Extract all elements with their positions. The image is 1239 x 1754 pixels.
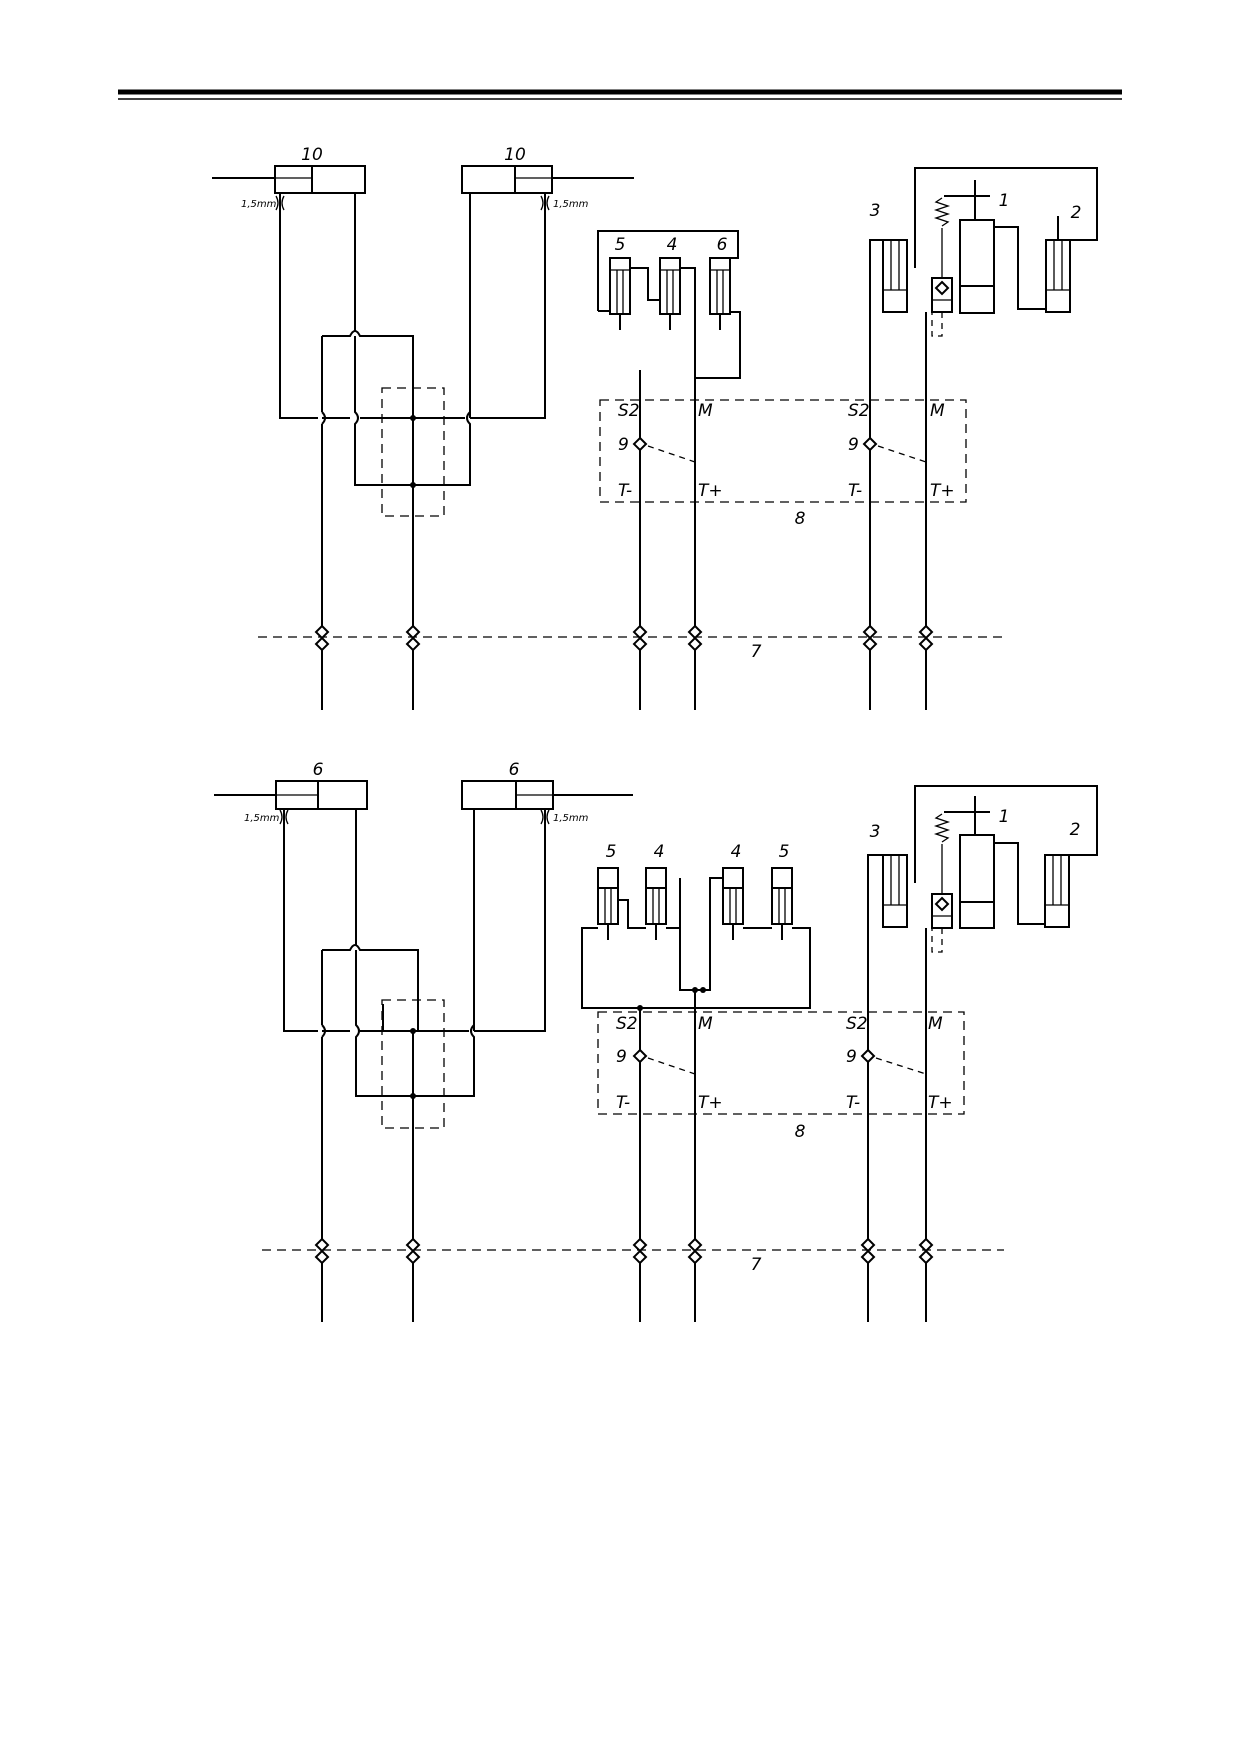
- right-label-3: 3: [870, 201, 881, 221]
- right-pump-group: [869, 167, 1098, 710]
- right-label-2-1: 1: [999, 807, 1010, 827]
- header-rule: [118, 89, 1122, 100]
- panel-label-8-2: 8: [795, 1122, 806, 1142]
- pin-m-right: M: [930, 401, 945, 421]
- cylinder-right-label-2: 6: [509, 760, 520, 780]
- valve-9-right-icon-2: [860, 1048, 876, 1064]
- pin-tplus-right: T+: [930, 481, 955, 501]
- pin-s2-right-2: S2: [846, 1014, 868, 1034]
- cylinder-10-left: [212, 165, 366, 194]
- cylinder-6-left: [214, 780, 368, 810]
- center-cylinder-group-2: [581, 867, 811, 1012]
- pin-tminus-right-2: T-: [846, 1093, 860, 1113]
- orifice-right-label-2: 1,5mm: [553, 813, 589, 824]
- cylinder-6-right: [461, 780, 633, 810]
- pin-s2-left: S2: [618, 401, 640, 421]
- coupling-line-label-2: 7: [751, 1255, 762, 1275]
- cylinder-left-label: 10: [301, 145, 323, 165]
- right-pump-group-2: [867, 785, 1098, 1322]
- cylinder-10-right: [461, 165, 634, 194]
- valve-9-right-icon: [862, 436, 878, 452]
- right-label-2: 2: [1071, 203, 1082, 223]
- cylinder-left-label-2: 6: [313, 760, 324, 780]
- couplers-row-1: [315, 625, 933, 651]
- orifice-left-label: 1,5mm: [241, 199, 277, 210]
- valve-9-left-label: 9: [618, 435, 629, 455]
- panel-wiring-2: [632, 1008, 927, 1322]
- left-hydraulic-lines-2: [283, 809, 546, 1322]
- valve-9-left-icon: [632, 436, 648, 452]
- panel-wiring: [632, 370, 927, 710]
- pin-tplus-right-2: T+: [928, 1093, 953, 1113]
- valve-9-left-icon-2: [632, 1048, 648, 1064]
- left-hydraulic-lines: [279, 193, 546, 710]
- control-panel-8-2: [597, 1011, 965, 1115]
- orifice-left-label-2: 1,5mm: [244, 813, 280, 824]
- orifice-right-label: 1,5mm: [553, 199, 589, 210]
- couplers-row-2: [315, 1238, 933, 1264]
- hydraulic-diagram-2: 6 6 1,5mm 1,5mm: [214, 760, 1098, 1322]
- valve-9-right-label-2: 9: [846, 1047, 857, 1067]
- coupling-line-label: 7: [751, 642, 762, 662]
- pin-s2-right: S2: [848, 401, 870, 421]
- center-label-2-3: 4: [731, 842, 742, 862]
- center-label-2-4: 5: [779, 842, 790, 862]
- center-cylinder-group: [597, 230, 741, 392]
- pin-tplus-left-2: T+: [698, 1093, 723, 1113]
- valve-box-left: [381, 387, 445, 517]
- pin-tminus-right: T-: [848, 481, 862, 501]
- center-label-3: 6: [717, 235, 728, 255]
- right-label-2-2: 2: [1070, 820, 1081, 840]
- pin-tplus-left: T+: [698, 481, 723, 501]
- center-label-1: 5: [615, 235, 626, 255]
- panel-label-8: 8: [795, 509, 806, 529]
- pin-tminus-left-2: T-: [616, 1093, 630, 1113]
- valve-9-right-label: 9: [848, 435, 859, 455]
- control-panel-8: [599, 399, 967, 503]
- pin-m-left: M: [698, 401, 713, 421]
- center-label-2-2: 4: [654, 842, 665, 862]
- cylinder-right-label: 10: [504, 145, 526, 165]
- hydraulic-diagram-1: 10 10 1,5mm 1,5mm: [212, 145, 1098, 710]
- pin-m-left-2: M: [698, 1014, 713, 1034]
- pin-m-right-2: M: [928, 1014, 943, 1034]
- right-label-2-3: 3: [870, 822, 881, 842]
- center-label-2: 4: [667, 235, 678, 255]
- valve-box-left-2: [381, 999, 445, 1129]
- valve-9-left-label-2: 9: [616, 1047, 627, 1067]
- center-label-2-1: 5: [606, 842, 617, 862]
- pin-s2-left-2: S2: [616, 1014, 638, 1034]
- right-label-1: 1: [999, 191, 1010, 211]
- pin-tminus-left: T-: [618, 481, 632, 501]
